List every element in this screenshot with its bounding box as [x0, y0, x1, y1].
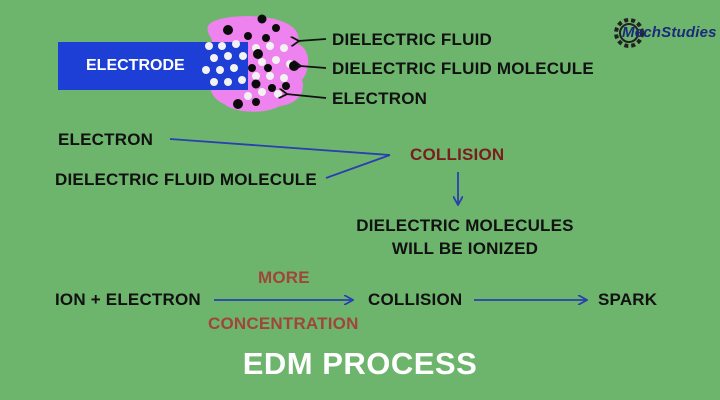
label-electron: ELECTRON — [332, 89, 428, 108]
electron-to-collision-line — [169, 138, 391, 156]
pointer-fluid-molecule — [300, 66, 327, 68]
diagram-title: EDM PROCESS — [242, 346, 478, 381]
chain-start-label: ION + ELECTRON — [55, 290, 201, 309]
logo-gear-icon — [614, 18, 644, 48]
chain-spark-label: SPARK — [598, 290, 658, 309]
electrode-label: ELECTRODE — [86, 57, 185, 74]
mechstudies-logo: MechStudies — [622, 24, 717, 41]
chain-more-label: MORE — [258, 268, 310, 287]
collision-molecule-label: DIELECTRIC FLUID MOLECULE — [55, 170, 317, 189]
ionized-line-1: DIELECTRIC MOLECULES — [356, 216, 574, 235]
chain-collision-label: COLLISION — [368, 290, 463, 309]
molecule-to-collision-line — [325, 154, 391, 179]
molecule-dots — [223, 14, 299, 109]
label-dielectric-fluid: DIELECTRIC FLUID — [332, 30, 492, 49]
electron-dots — [202, 40, 294, 100]
ionized-line-2: WILL BE IONIZED — [391, 239, 539, 258]
label-dielectric-fluid-molecule: DIELECTRIC FLUID MOLECULE — [332, 59, 594, 78]
collision-label: COLLISION — [410, 145, 505, 164]
pointer-dielectric-fluid — [298, 39, 327, 41]
pointer-electron — [286, 94, 327, 98]
chain-concentration-label: CONCENTRATION — [208, 314, 359, 333]
collision-electron-label: ELECTRON — [58, 130, 154, 149]
